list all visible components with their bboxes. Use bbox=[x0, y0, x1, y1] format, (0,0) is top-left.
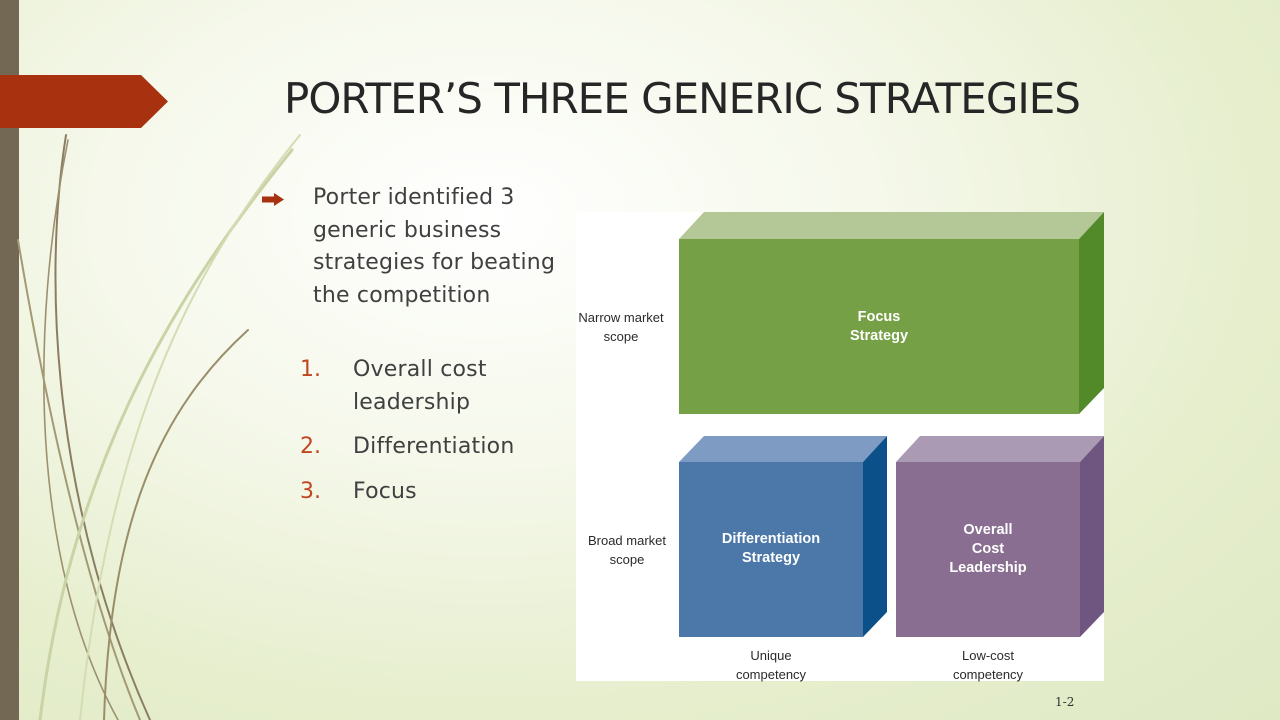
list-number: 2. bbox=[300, 434, 321, 459]
focus-box-side bbox=[1079, 212, 1104, 414]
numbered-list: 1. Overall cost leadership 2. Differenti… bbox=[300, 354, 560, 520]
differentiation-box-front bbox=[679, 462, 863, 637]
cost-box-top bbox=[896, 436, 1104, 462]
cost-box-front bbox=[896, 462, 1080, 637]
list-item-text: Differentiation bbox=[353, 434, 515, 459]
diagram-boxes bbox=[679, 212, 1104, 637]
left-accent-bar bbox=[0, 0, 19, 720]
list-item: 1. Overall cost leadership bbox=[300, 354, 560, 419]
strategies-diagram: Narrow market scope Broad market scope F… bbox=[576, 212, 1104, 682]
cost-leadership-label: Overall Cost Leadership bbox=[949, 522, 1027, 576]
row-label-narrow: Narrow market scope bbox=[578, 310, 664, 344]
arrow-bullet-icon bbox=[262, 193, 284, 206]
list-number: 3. bbox=[300, 478, 321, 504]
bullet-text: Porter identified 3 generic business str… bbox=[313, 185, 556, 308]
differentiation-strategy-label: Differentiation Strategy bbox=[721, 531, 821, 566]
slide-number: 1-2 bbox=[1055, 695, 1075, 709]
row-label-broad: Broad market scope bbox=[587, 533, 667, 567]
differentiation-box-side bbox=[863, 436, 887, 637]
focus-box-top bbox=[679, 212, 1104, 239]
bullet-row: Porter identified 3 generic business str… bbox=[262, 182, 562, 312]
list-item: 2. Differentiation bbox=[300, 431, 560, 464]
decorative-curves bbox=[17, 134, 301, 720]
cost-box-side bbox=[1080, 436, 1104, 637]
list-item: 3. Focus bbox=[300, 476, 560, 509]
list-item-text: Focus bbox=[353, 478, 417, 504]
list-item-text: Overall cost leadership bbox=[353, 357, 487, 415]
bullet-block: Porter identified 3 generic business str… bbox=[262, 182, 562, 312]
slide-title: PORTER’S THREE GENERIC STRATEGIES bbox=[284, 74, 1081, 123]
column-label-unique: Unique competency bbox=[735, 648, 807, 682]
column-label-low-cost: Low-cost competency bbox=[952, 648, 1024, 682]
differentiation-box-top bbox=[679, 436, 887, 462]
focus-box-front bbox=[679, 239, 1079, 414]
title-arrow-shape bbox=[0, 75, 168, 128]
focus-strategy-label: Focus Strategy bbox=[849, 309, 909, 344]
list-number: 1. bbox=[300, 357, 321, 382]
